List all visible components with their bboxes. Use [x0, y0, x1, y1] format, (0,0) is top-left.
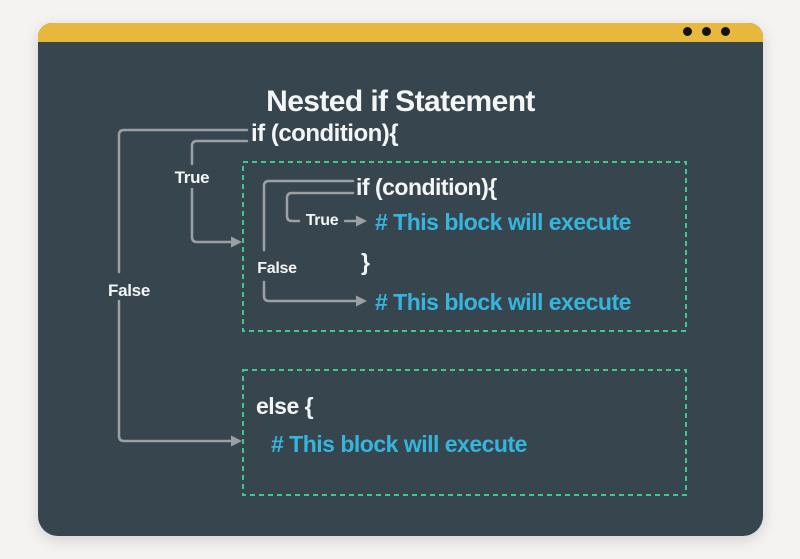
- inner-false-comment: # This block will execute: [375, 289, 631, 315]
- inner-true-label: True: [305, 212, 339, 229]
- inner-false-label: False: [257, 260, 297, 277]
- inner-close-brace: }: [361, 249, 370, 275]
- app-window: Nested if Statement: [38, 23, 763, 536]
- else-comment: # This block will execute: [271, 431, 527, 457]
- dot-icon: [683, 27, 692, 36]
- outer-true-label: True: [174, 168, 210, 187]
- window-titlebar: [38, 23, 763, 42]
- dot-icon: [702, 27, 711, 36]
- else-code: else {: [256, 393, 314, 419]
- window-menu-dots-icon: [683, 27, 730, 36]
- inner-if-code: if (condition){: [356, 174, 497, 200]
- page-title: Nested if Statement: [266, 85, 535, 118]
- outer-false-label: False: [108, 281, 150, 300]
- dot-icon: [721, 27, 730, 36]
- inner-true-comment: # This block will execute: [375, 209, 631, 235]
- outer-if-code: if (condition){: [251, 120, 399, 147]
